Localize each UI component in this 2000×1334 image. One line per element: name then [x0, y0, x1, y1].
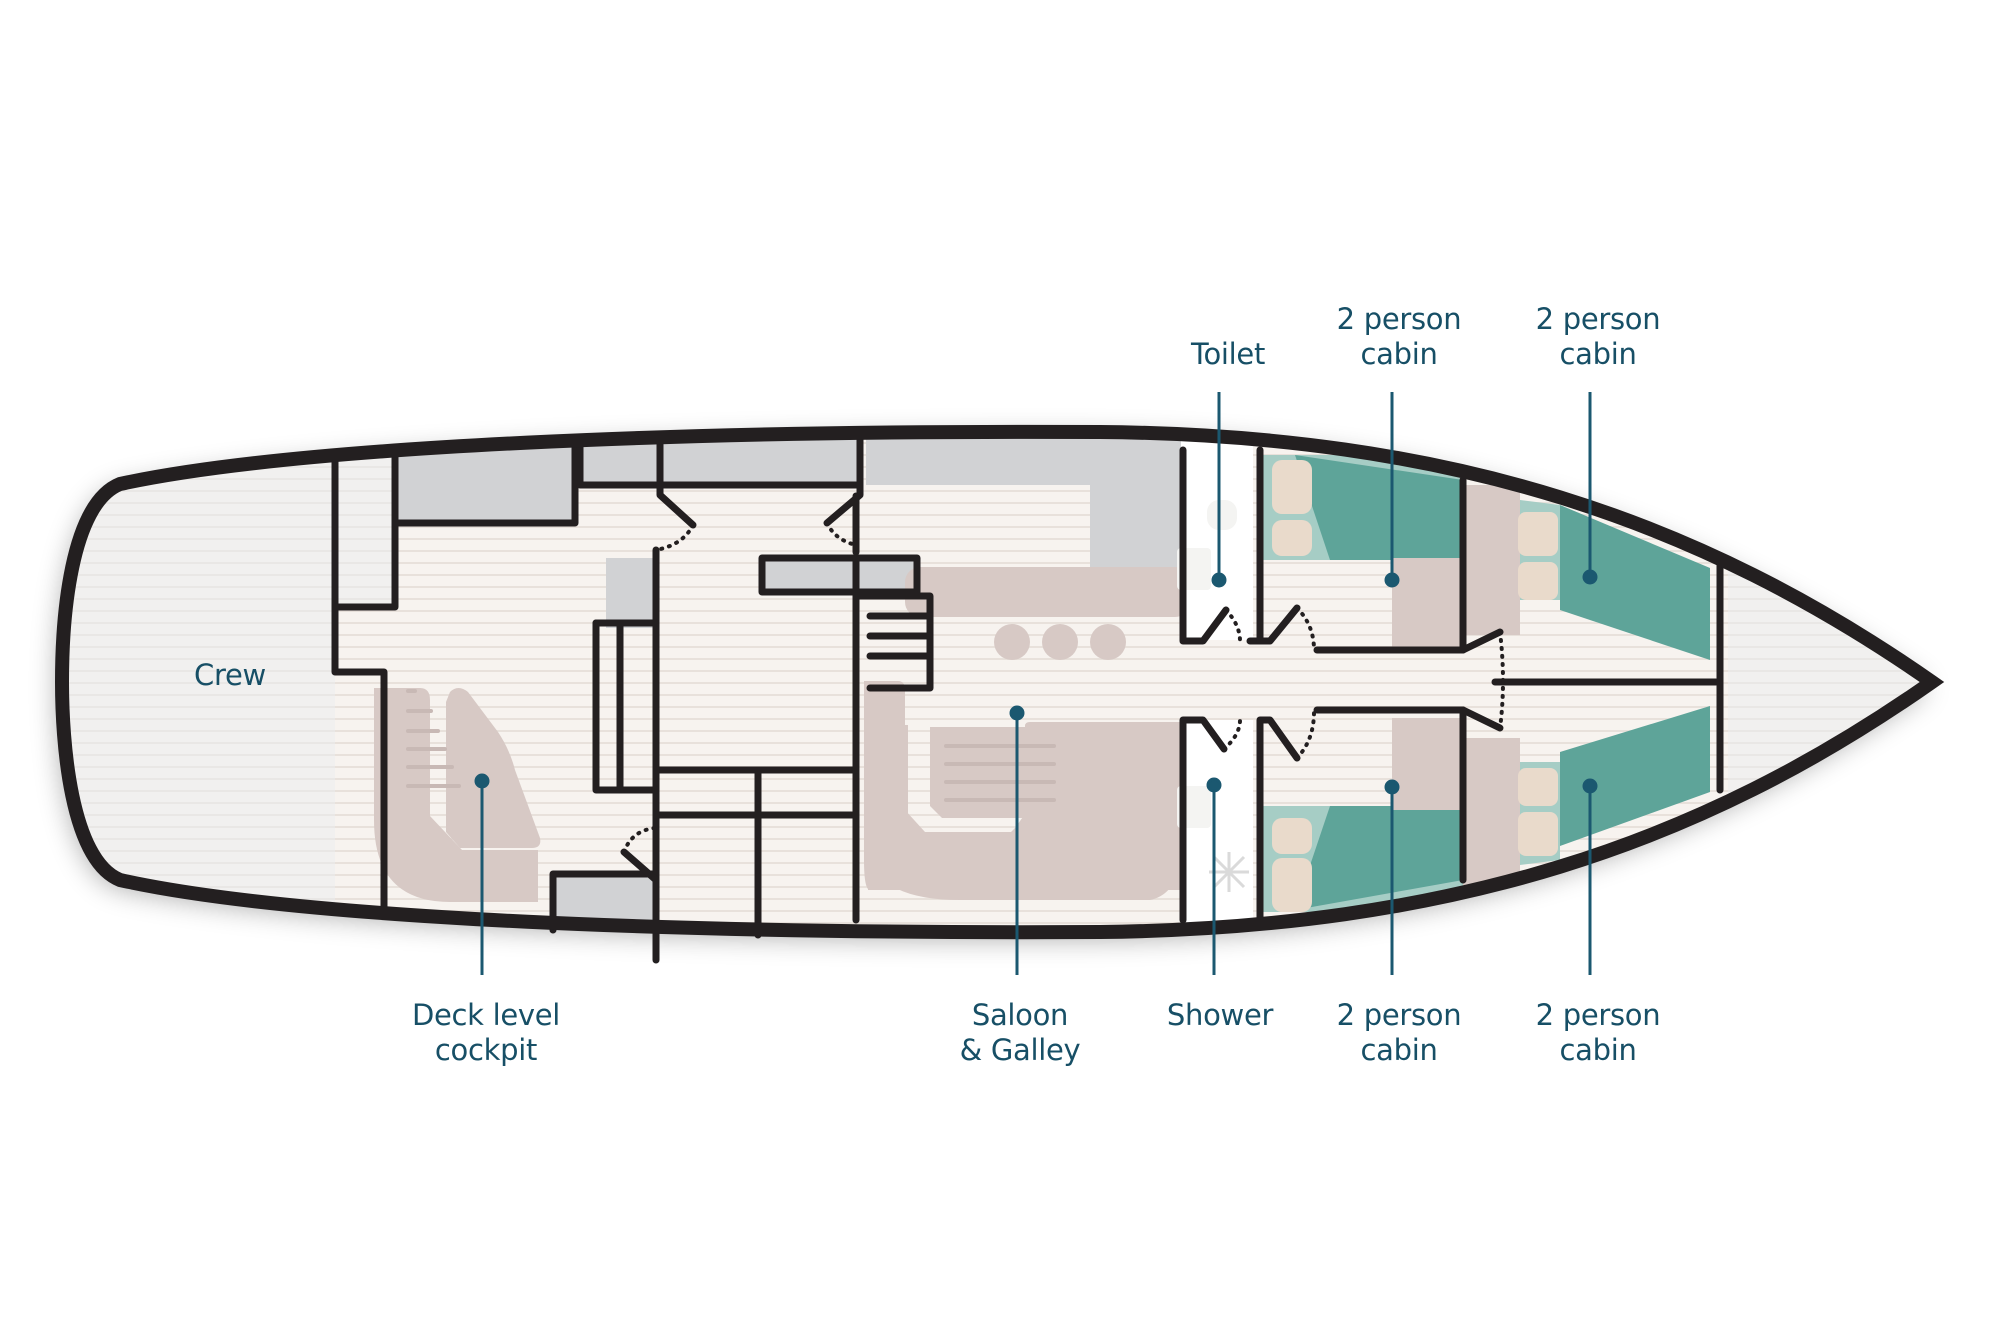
label-line: cabin	[1360, 337, 1438, 371]
label-line: 2 person	[1336, 302, 1462, 336]
cockpit-seating	[374, 688, 541, 902]
label-line: 2 person	[1535, 302, 1661, 336]
label-saloon-galley: Saloon& Galley	[960, 998, 1081, 1068]
aft-cabin-top	[1258, 455, 1463, 650]
interior-walls	[331, 436, 1724, 964]
shower-drain-icon	[1209, 852, 1249, 892]
label-line: 2 person	[1535, 998, 1661, 1032]
label-line: & Galley	[959, 1033, 1081, 1067]
label-line: Crew	[194, 658, 266, 692]
label-line: 2 person	[1336, 998, 1462, 1032]
fwd-cabin-top	[1463, 485, 1710, 660]
label-line: Saloon	[971, 998, 1069, 1032]
label-shower: Shower	[1166, 998, 1274, 1033]
leader-lines	[474, 392, 1598, 975]
label-line: Deck level	[411, 998, 561, 1032]
saloon-seating	[864, 567, 1190, 890]
hull-outline	[54, 424, 1945, 940]
crew-area	[62, 431, 335, 933]
label-line: cabin	[1559, 1033, 1637, 1067]
label-crew: Crew	[194, 658, 266, 693]
label-line: cabin	[1559, 337, 1637, 371]
label-toilet: Toilet	[1191, 337, 1265, 372]
aft-cabin-bottom	[1258, 718, 1463, 912]
label-line: cockpit	[434, 1033, 538, 1067]
label-line: cabin	[1360, 1033, 1438, 1067]
door-swings	[622, 521, 1505, 854]
fwd-cabin-bottom	[1463, 706, 1710, 888]
toilet-room	[1181, 440, 1253, 640]
label-line: Toilet	[1190, 337, 1266, 371]
label-line: Shower	[1166, 998, 1274, 1032]
